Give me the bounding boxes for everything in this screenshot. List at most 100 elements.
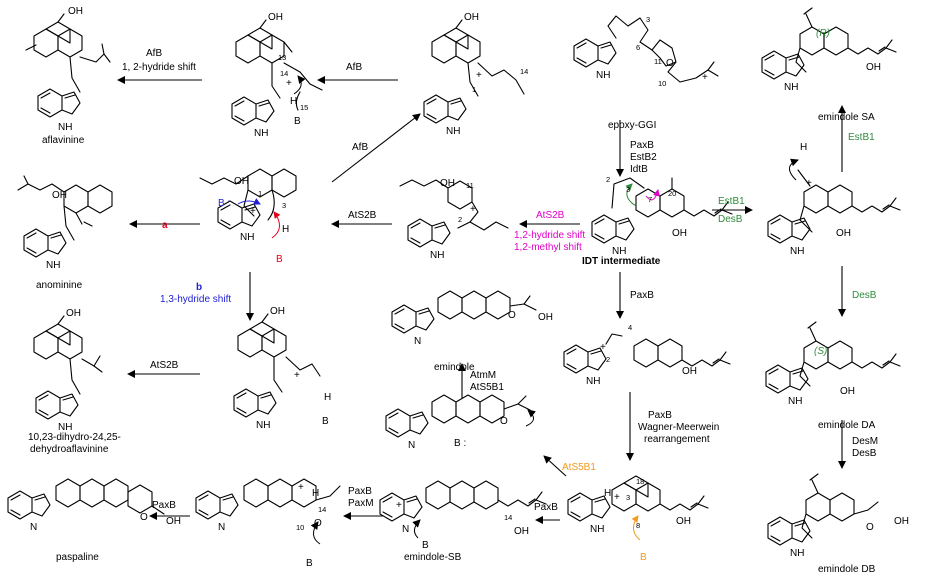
atom-h-afb1: H xyxy=(290,96,297,107)
enzyme-paxb-1: PaxB xyxy=(630,140,654,151)
molecule-afb-intermediate-2 xyxy=(423,19,525,124)
molecule-estb1-cation xyxy=(767,169,901,244)
atom-h-estb1: H xyxy=(800,142,807,153)
charge-epoxy-h: + xyxy=(702,72,708,83)
num-14-afb1: 14 xyxy=(280,69,288,78)
base-wm-orange: B xyxy=(640,552,647,563)
charge-paxm-h: + xyxy=(298,482,304,493)
num-7-idt: 7 xyxy=(648,195,652,204)
atom-nh-pathb: NH xyxy=(256,420,270,431)
charge-sb: + xyxy=(396,500,402,511)
base-paxm: B xyxy=(306,558,313,569)
label-paspaline: paspaline xyxy=(56,552,99,563)
enzyme-atmm: AtmM xyxy=(470,370,496,381)
enzyme-estb1-1: EstB1 xyxy=(848,132,875,143)
enzyme-paxb-4: PaxB xyxy=(534,502,558,513)
atom-h-central: H xyxy=(282,224,289,235)
molecule-emindole-da xyxy=(765,321,901,394)
num-10-paxm: 10 xyxy=(296,523,304,532)
charge-central: + xyxy=(250,206,256,217)
atom-nh-afb1: NH xyxy=(254,128,268,139)
molecule-paspaline xyxy=(7,478,165,520)
num-2-paxb: 2 xyxy=(606,355,610,364)
num-2-ats2b: 2 xyxy=(458,215,462,224)
atom-oh-sb: OH xyxy=(514,526,529,537)
enzyme-afb-3: AfB xyxy=(352,142,368,153)
num-8-wm: 8 xyxy=(636,521,640,530)
num-3-epoxy: 3 xyxy=(646,15,650,24)
atom-nh-sa: NH xyxy=(784,82,798,93)
atom-oh-anominine: OH xyxy=(52,190,67,201)
charge-paxb-cation: + xyxy=(600,342,606,353)
num-14-paxm: 14 xyxy=(318,505,326,514)
ats2b-methyl-shift: 1,2-methyl shift xyxy=(514,242,582,253)
atom-oh-emindole: OH xyxy=(538,312,553,323)
atom-oh-central: OH xyxy=(234,176,249,187)
molecule-emindole-sb xyxy=(379,480,547,522)
molecule-anominine xyxy=(17,175,113,258)
base-pathb: B xyxy=(322,416,329,427)
molecule-afb-intermediate-1 xyxy=(231,19,323,126)
atom-oh-afb1: OH xyxy=(268,12,283,23)
enzyme-afb-1: AfB xyxy=(146,48,162,59)
atom-oh-afb2: OH xyxy=(464,12,479,23)
num-14-afb2: 14 xyxy=(520,67,528,76)
ats2b-hydride-shift: 1,2-hydride shift xyxy=(514,230,585,241)
label-epoxy-ggi: epoxy-GGI xyxy=(608,120,656,131)
enzyme-paxm: PaxM xyxy=(348,498,374,509)
base-central-red: B xyxy=(276,254,283,265)
molecule-path-b-cation xyxy=(233,313,321,418)
label-emindole: emindole xyxy=(434,362,475,373)
atom-nh-central: NH xyxy=(240,232,254,243)
base-sb: B xyxy=(422,540,429,551)
atom-o-db: O xyxy=(866,522,874,533)
molecule-central-cation xyxy=(199,168,297,230)
atom-nh-dihydro: NH xyxy=(58,422,72,433)
enzyme-paxb-5: PaxB xyxy=(348,486,372,497)
atom-h-paxm: H xyxy=(312,488,319,499)
atom-n-paxm: N xyxy=(218,522,225,533)
num-1-afb2: 1 xyxy=(472,85,476,94)
atom-oh-da: OH xyxy=(840,386,855,397)
num-13-afb1: 13 xyxy=(278,53,286,62)
electron-arrows xyxy=(237,75,799,545)
label-anominine: anominine xyxy=(36,280,83,291)
path-a-label: a xyxy=(162,220,168,231)
num-11-epoxy: 11 xyxy=(654,57,662,66)
molecule-idt-intermediate xyxy=(591,177,733,244)
enzyme-desb-3: DesB xyxy=(852,448,877,459)
reaction-arrows xyxy=(117,76,846,524)
num-15-afb1: 15 xyxy=(300,103,308,112)
molecule-dihydro-dehydroaflavinine xyxy=(33,315,103,420)
atom-oh-paspaline: OH xyxy=(166,516,181,527)
atom-oh-sa: OH xyxy=(866,62,881,73)
atom-nh-epoxy: NH xyxy=(596,70,610,81)
atom-o-emindole: O xyxy=(508,310,516,321)
atom-n-atmm: N xyxy=(408,440,415,451)
label-aflavinine: aflavinine xyxy=(42,135,85,146)
atom-o-paxm: O xyxy=(314,518,322,529)
num-3-central: 3 xyxy=(282,201,286,210)
atom-nh-paxb-cation: NH xyxy=(586,376,600,387)
atom-nh-ats2b: NH xyxy=(430,250,444,261)
atom-nh-afb2: NH xyxy=(446,126,460,137)
atom-nh-aflavinine: NH xyxy=(58,122,72,133)
atom-oh-idt: OH xyxy=(672,228,687,239)
enzyme-desm: DesM xyxy=(852,436,878,447)
label-emindole-da: emindole DA xyxy=(818,420,876,431)
enzyme-afb-2: AfB xyxy=(346,62,362,73)
molecule-paxm-intermediate xyxy=(195,478,341,520)
charge-pathb: + xyxy=(294,370,300,381)
num-20-idt: 20 xyxy=(668,189,676,198)
enzyme-desb-1: DesB xyxy=(718,214,743,225)
molecule-paxb-cation xyxy=(563,333,731,374)
label-emindole-sa: emindole SA xyxy=(818,112,875,123)
num-1-central: 1 xyxy=(258,189,262,198)
atom-oh-ats2b: OH xyxy=(440,178,455,189)
enzyme-paxb-6: PaxB xyxy=(152,500,176,511)
atom-n-emindole: N xyxy=(414,336,421,347)
atom-nh-estb1: NH xyxy=(790,246,804,257)
atom-oh-wm: OH xyxy=(676,516,691,527)
atom-oh-paxb-cation: OH xyxy=(682,366,697,377)
enzyme-estb2: EstB2 xyxy=(630,152,657,163)
